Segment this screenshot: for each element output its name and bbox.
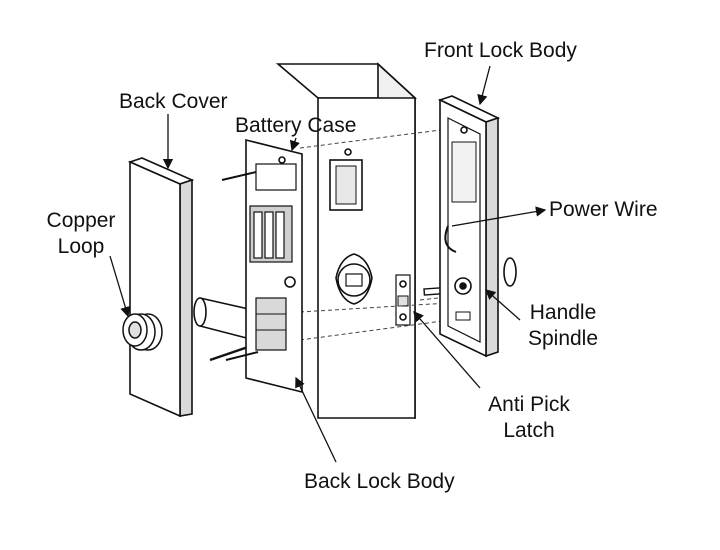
back-cover — [127, 157, 195, 418]
leader-copper-loop — [109, 255, 131, 318]
label-copper-loop-line1: Copper — [46, 209, 116, 232]
label-anti-pick-latch: Anti Pick Latch — [474, 392, 584, 444]
leader-lines — [109, 65, 547, 463]
leader-power-wire — [451, 206, 547, 227]
label-handle-spindle-line2: Spindle — [527, 327, 599, 350]
front-lock-body — [437, 95, 517, 358]
label-anti-pick-latch-line2: Latch — [503, 419, 555, 442]
label-anti-pick-latch-line1: Anti Pick — [488, 393, 570, 416]
leader-back-lock-body — [295, 376, 337, 463]
label-back-cover: Back Cover — [119, 90, 228, 113]
leader-front-lock-body — [477, 65, 491, 106]
leader-anti-pick-latch — [413, 311, 481, 389]
leader-handle-spindle — [485, 289, 521, 321]
label-power-wire: Power Wire — [549, 198, 658, 221]
back-lock-body-plate — [245, 138, 303, 394]
leader-battery-case — [289, 137, 300, 152]
label-handle-spindle: Handle Spindle — [513, 300, 613, 352]
label-handle-spindle-line1: Handle — [529, 301, 597, 324]
mounting-screws — [221, 171, 259, 361]
label-copper-loop: Copper Loop — [36, 208, 126, 260]
label-front-lock-body: Front Lock Body — [424, 39, 577, 62]
label-battery-case: Battery Case — [235, 114, 357, 137]
copper-loop-knob — [122, 313, 163, 351]
label-copper-loop-line2: Loop — [57, 235, 105, 258]
label-back-lock-body: Back Lock Body — [304, 470, 455, 493]
door-slab — [275, 62, 418, 420]
